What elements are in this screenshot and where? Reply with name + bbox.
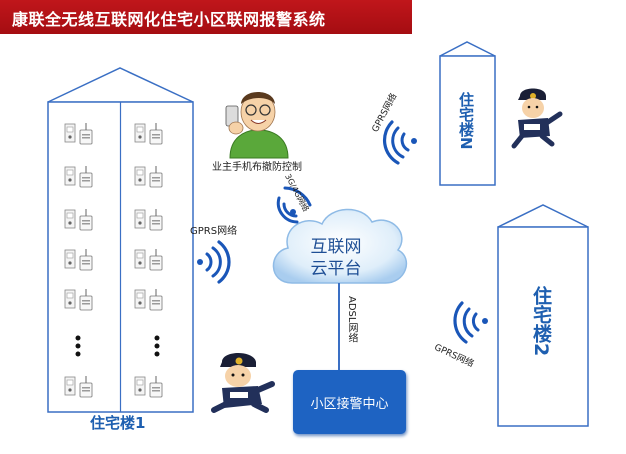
ellipsis-dots	[75, 335, 160, 357]
building-2	[497, 204, 589, 427]
wifi-icon-n	[382, 120, 417, 165]
wifi-icon-left	[197, 240, 231, 284]
title-text: 康联全无线互联网化住宅小区联网报警系统	[12, 10, 326, 29]
building-n	[439, 41, 496, 186]
wifi-icon-3g4g	[276, 186, 312, 224]
building-1	[47, 67, 194, 413]
building-n-label: 住宅楼N	[457, 92, 475, 150]
adsl-label: ADSL网络	[346, 296, 357, 343]
building-1-label: 住宅楼1	[90, 414, 146, 432]
police-figure-bottom	[211, 353, 275, 413]
alarm-center-box: 小区接警中心	[293, 370, 406, 434]
gprs-label-left: GPRS网络	[190, 226, 238, 237]
alarm-center-label: 小区接警中心	[310, 396, 389, 412]
owner-control-label: 业主手机布撤防控制	[212, 162, 302, 173]
cloud-platform-shape	[272, 208, 408, 284]
cloud-label-line1: 互联网	[310, 237, 362, 257]
cloud-label-line2: 云平台	[310, 259, 362, 279]
police-figure-right	[511, 88, 563, 149]
wifi-icon-2	[453, 301, 488, 344]
building-2-label: 住宅楼2	[530, 286, 552, 357]
owner-with-phone-figure	[225, 92, 289, 159]
title-banner: 康联全无线互联网化住宅小区联网报警系统	[0, 0, 412, 34]
